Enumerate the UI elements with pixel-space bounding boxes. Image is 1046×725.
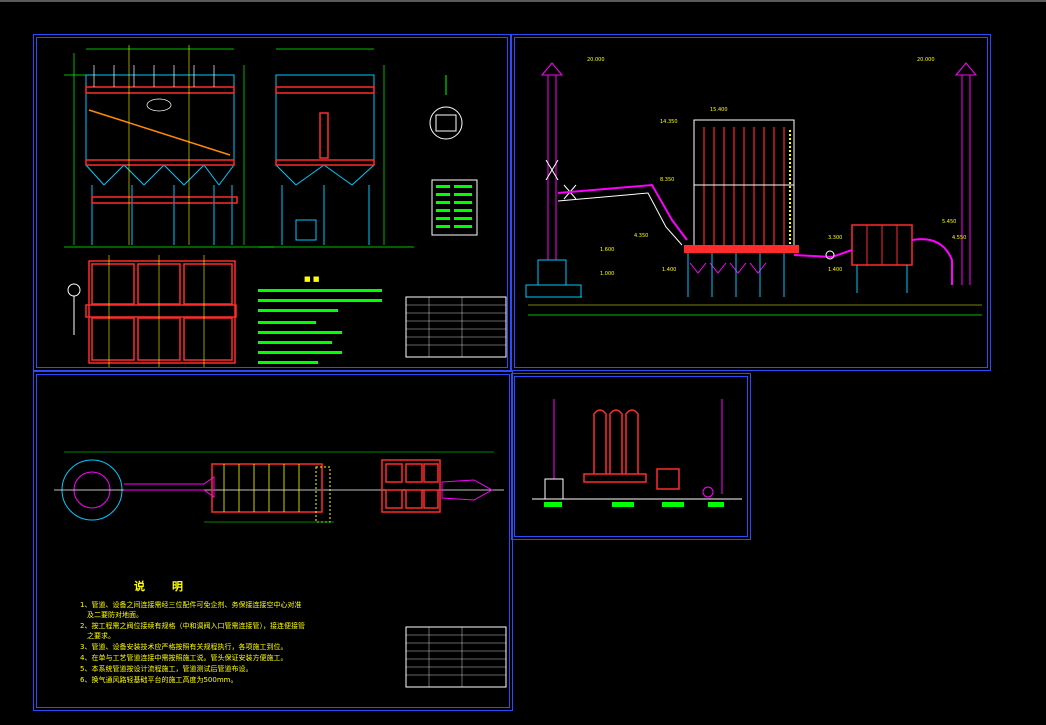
level-label: 14.350 [660, 119, 678, 125]
level-label: 3.300 [828, 235, 843, 241]
top-edge [0, 0, 1046, 2]
notes-title: 说 明 [134, 580, 191, 593]
sheet-border [36, 374, 510, 708]
drawing-sheet-schematic[interactable] [511, 373, 751, 540]
sheet-border [514, 376, 748, 537]
level-label: 1.400 [828, 267, 843, 273]
svg-text:■ ■: ■ ■ [304, 275, 319, 283]
system-elevation-view [525, 62, 982, 316]
note-line: 之要求。 [80, 632, 115, 640]
note-line: 4、在单与工艺管道连接中需按照施工说。管头保证安装方便施工。 [80, 654, 288, 662]
drawing-sheet-elevation[interactable]: 20.000 20.000 15.400 14.350 8.350 4.350 … [511, 34, 991, 371]
layout-plan-view [54, 451, 507, 688]
level-label: 20.000 [917, 57, 935, 63]
note-line: 1、管道、设备之间连接需经三位配件可免企剂、务保接连接空中心对准 [80, 601, 302, 609]
note-line: 3、管道、设备安装技术应严格按照有关规程执行，各项施工到位。 [80, 643, 288, 651]
level-label: 8.350 [660, 177, 675, 183]
drawing-sheet-layout-plan[interactable]: 说 明 1、管道、设备之间连接需经三位配件可免企剂、务保接连接空中心对准 及二要… [33, 371, 513, 711]
level-label: 15.400 [710, 107, 728, 113]
note-line: 2、按工程需之阀位接续有规格（中和调阀入口管需连接管），接连便接管 [80, 622, 305, 630]
level-label: 4.550 [952, 235, 967, 241]
drawing-sheet-collector[interactable]: ■ ■ [33, 34, 511, 371]
note-line: 6、换气通风路轻基础平台的施工高度为500mm。 [80, 676, 238, 684]
sheet-border [514, 37, 988, 368]
note-line: 5、本系统管道按设计流程施工，管道测试后管道布设。 [80, 665, 253, 673]
schematic-view [532, 399, 742, 507]
level-label: 4.350 [634, 233, 649, 239]
level-label: 1.600 [600, 247, 615, 253]
note-line: 及二要防对地面。 [80, 611, 143, 619]
collector-views: ■ ■ [64, 45, 507, 367]
sheet-border [36, 37, 508, 368]
level-label: 1.000 [600, 271, 615, 277]
level-label: 20.000 [587, 57, 605, 63]
level-label: 5.450 [942, 219, 957, 225]
level-label: 1.400 [662, 267, 677, 273]
